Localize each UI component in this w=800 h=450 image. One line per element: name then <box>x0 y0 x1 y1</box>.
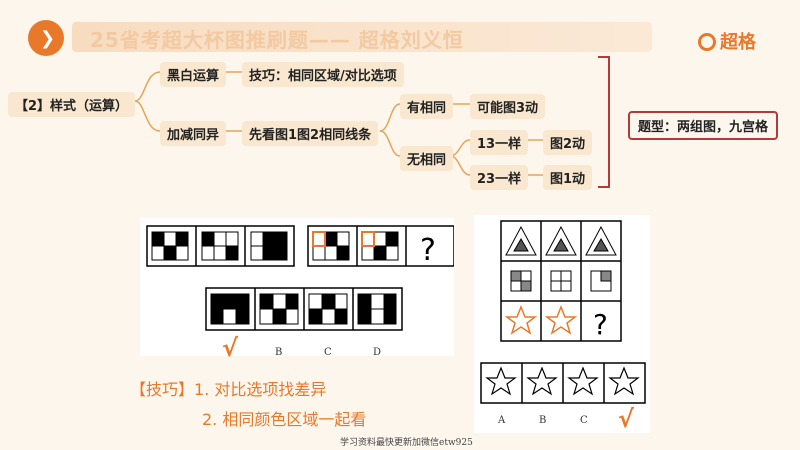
left-question-mark: ? <box>420 233 436 268</box>
branch-add-subtract-tip: 先看图1图2相同线条 <box>242 121 379 146</box>
footer-text: 学习资料最快更新加微信etw925 <box>340 438 473 448</box>
tips-label: 【技巧】 <box>130 380 195 399</box>
right-option-c: C <box>580 415 588 426</box>
topic-box: 题型：两组图，九宫格 <box>628 111 779 140</box>
branch-add-subtract: 加减同异 <box>160 121 227 146</box>
left-option-b: B <box>275 347 283 358</box>
root-node: 【2】样式（运算） <box>8 92 136 117</box>
node-case-23: 23一样 <box>470 165 529 190</box>
node-has-same: 有相同 <box>400 94 454 119</box>
play-button[interactable]: ❯ <box>28 20 64 56</box>
tip-2: 2. 相同颜色区域一起看 <box>202 410 367 429</box>
node-has-same-result: 可能图3动 <box>470 94 546 119</box>
node-case-13: 13一样 <box>470 130 529 155</box>
node-no-same: 无相同 <box>400 146 454 171</box>
page-title: 25省考超大杯图推刷题—— 超格刘义恒 <box>90 28 464 52</box>
left-option-d: D <box>373 347 382 358</box>
node-case-13-result: 图2动 <box>543 130 593 155</box>
title-banner <box>72 22 652 52</box>
tip-1: 1. 对比选项找差异 <box>194 380 327 399</box>
branch-black-white: 黑白运算 <box>160 62 227 87</box>
left-puzzle-figures: ? <box>146 225 455 331</box>
left-option-c: C <box>324 347 332 358</box>
brand-logo: 超格 <box>698 28 756 54</box>
node-case-23-result: 图1动 <box>543 165 593 190</box>
brand-icon <box>698 33 716 51</box>
right-option-a: A <box>498 415 506 426</box>
brand-name: 超格 <box>720 32 756 53</box>
right-question-mark: ? <box>593 308 608 341</box>
header-bar: ❯ 25省考超大杯图推刷题—— 超格刘义恒 超格 <box>0 8 800 60</box>
tips-line-1: 【技巧】1. 对比选项找差异 <box>130 376 326 400</box>
right-option-b: B <box>539 415 547 426</box>
right-answer-check: √ <box>618 405 635 433</box>
right-puzzle-panel: ? <box>474 215 650 433</box>
mind-map: 【2】样式（运算） 黑白运算 技巧：相同区域/对比选项 加减同异 先看图1图2相… <box>0 48 800 198</box>
chevron-right-icon: ❯ <box>40 28 56 49</box>
branch-black-white-tip: 技巧：相同区域/对比选项 <box>242 62 404 87</box>
left-puzzle-panel: ? <box>140 218 455 356</box>
right-puzzle-figures: ? <box>480 220 646 404</box>
left-answer-check: √ <box>222 334 239 362</box>
bracket-line <box>598 56 610 188</box>
